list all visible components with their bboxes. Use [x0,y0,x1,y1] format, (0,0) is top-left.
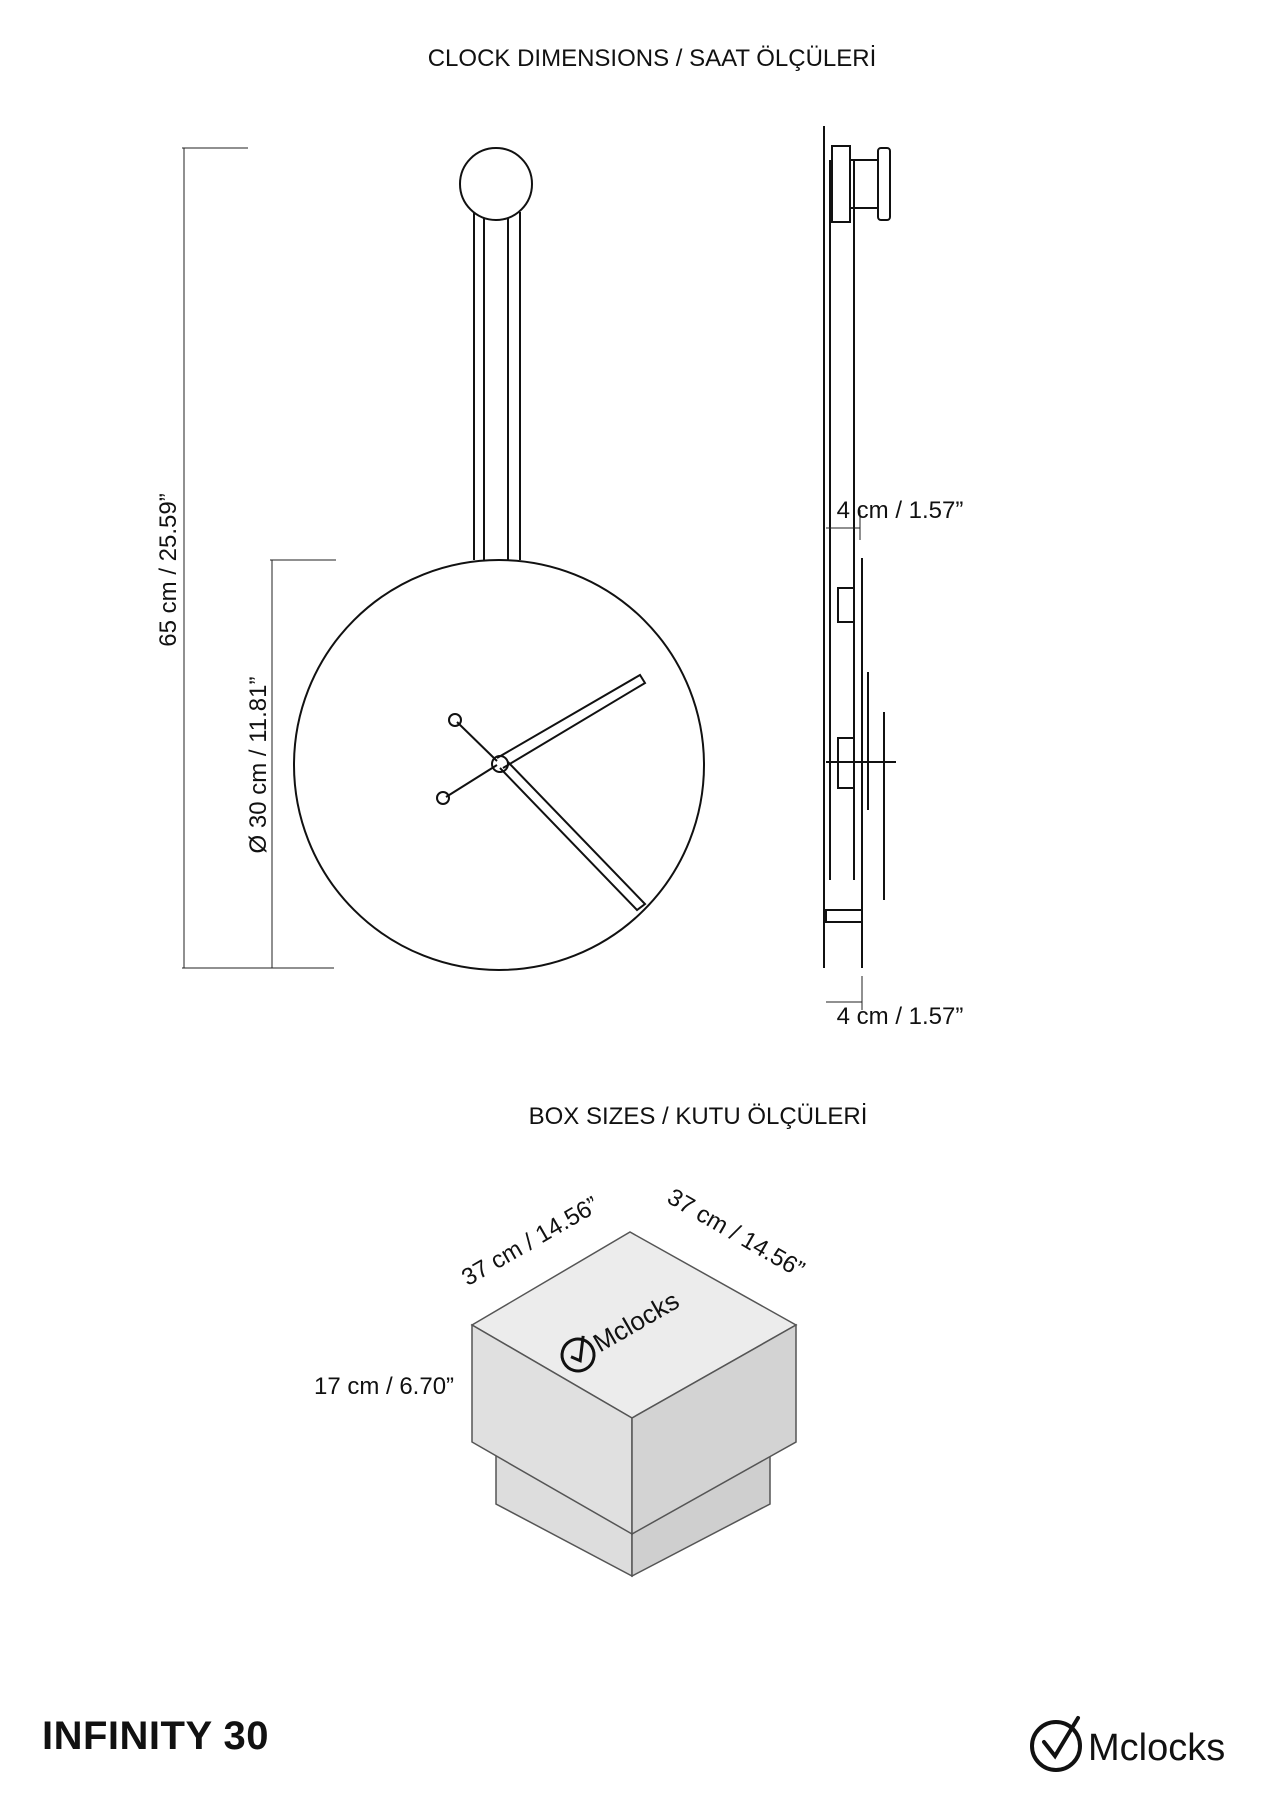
clock-side-view: 4 cm / 1.57” 4 cm / 1.57” [823,126,964,1030]
minute-hand [496,673,647,769]
hands-pivot [491,755,509,773]
brand-check-icon [1042,1716,1080,1760]
counterweight-lower [436,791,450,805]
model-name: INFINITY 30 [42,1714,270,1758]
box-height-label: 17 cm / 6.70” [314,1373,454,1400]
clock-dimensions-title: CLOCK DIMENSIONS / SAAT ÖLÇÜLERİ [428,45,877,72]
clock-front-view: 65 cm / 25.59” Ø 30 cm / 11.81” [155,147,705,971]
counterweight-upper [448,713,462,727]
knob-cap [877,147,891,221]
depth-top-label: 4 cm / 1.57” [837,497,964,524]
bottom-spacer [825,909,863,923]
diameter-label: Ø 30 cm / 11.81” [245,677,272,854]
packaging-box: Mclocks 37 cm / 14.56” 37 cm / 14.56” 17… [314,1183,809,1578]
brand-clock-icon [1030,1720,1082,1772]
hanger-knob [459,147,533,221]
brand-name: Mclocks [1088,1727,1225,1769]
depth-bottom-label: 4 cm / 1.57” [837,1003,964,1030]
box-logo-clock-icon [560,1337,596,1373]
box-logo-check-icon [570,1335,585,1363]
counterweight-arm-upper [456,721,498,762]
total-height-label: 65 cm / 25.59” [155,493,182,646]
brand-logo: Mclocks [1030,1716,1225,1772]
knob-base [831,145,851,223]
counterweight-arm-lower [445,764,498,798]
box-lid-right-face [631,1323,797,1536]
clock-face [293,559,705,971]
hour-hand [499,761,647,912]
box-sizes-title: BOX SIZES / KUTU ÖLÇÜLERİ [529,1103,868,1130]
mount-bracket [837,587,855,623]
